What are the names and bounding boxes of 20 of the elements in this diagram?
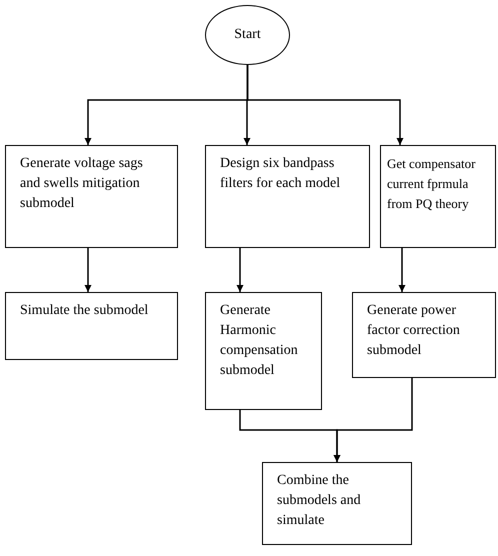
node-label: Generate Harmonic compensation submodel (220, 302, 299, 380)
arrow (84, 248, 92, 292)
arrow (246, 65, 404, 145)
node-label: Generate power factor correction submodel (367, 302, 461, 360)
node-label: Get compensator current fprmula from PQ theory (387, 155, 476, 213)
node-label: Design six bandpass filters for each model (220, 155, 342, 193)
process-box (205, 145, 370, 248)
process-box (380, 145, 496, 248)
arrow (236, 248, 244, 292)
process-box (205, 292, 322, 410)
process-box (262, 462, 412, 545)
node-label: Combine the submodels and simulate (277, 472, 362, 530)
process-box (352, 292, 496, 378)
node-label: Generate voltage sags and swells mitigation submodel (20, 155, 144, 213)
process-box (5, 145, 178, 248)
process-box (5, 292, 178, 360)
arrow (398, 248, 406, 292)
node-label: Start (234, 26, 261, 44)
arrow (334, 378, 413, 462)
node-label: Simulate the submodel (20, 302, 150, 320)
